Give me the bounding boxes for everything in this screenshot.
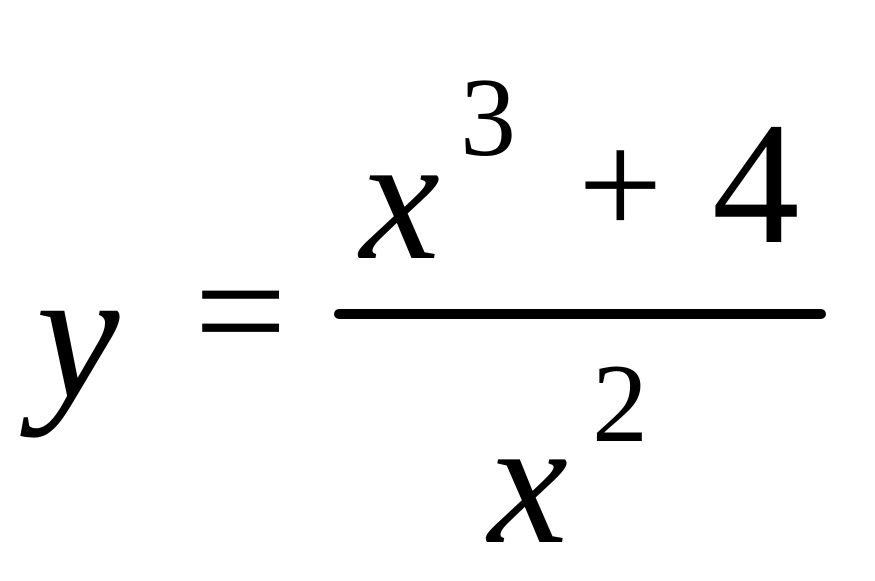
plus-sign: + <box>578 102 663 268</box>
equals-sign: = <box>194 219 288 402</box>
numerator-constant: 4 <box>712 86 800 280</box>
fraction-bar <box>334 309 826 319</box>
denominator-exponent: 2 <box>592 342 648 466</box>
numerator-exponent: 3 <box>460 56 516 180</box>
denominator-base-x: x <box>488 382 568 581</box>
numerator-base-x: x <box>360 98 440 297</box>
lhs-variable-y: y <box>36 229 120 438</box>
